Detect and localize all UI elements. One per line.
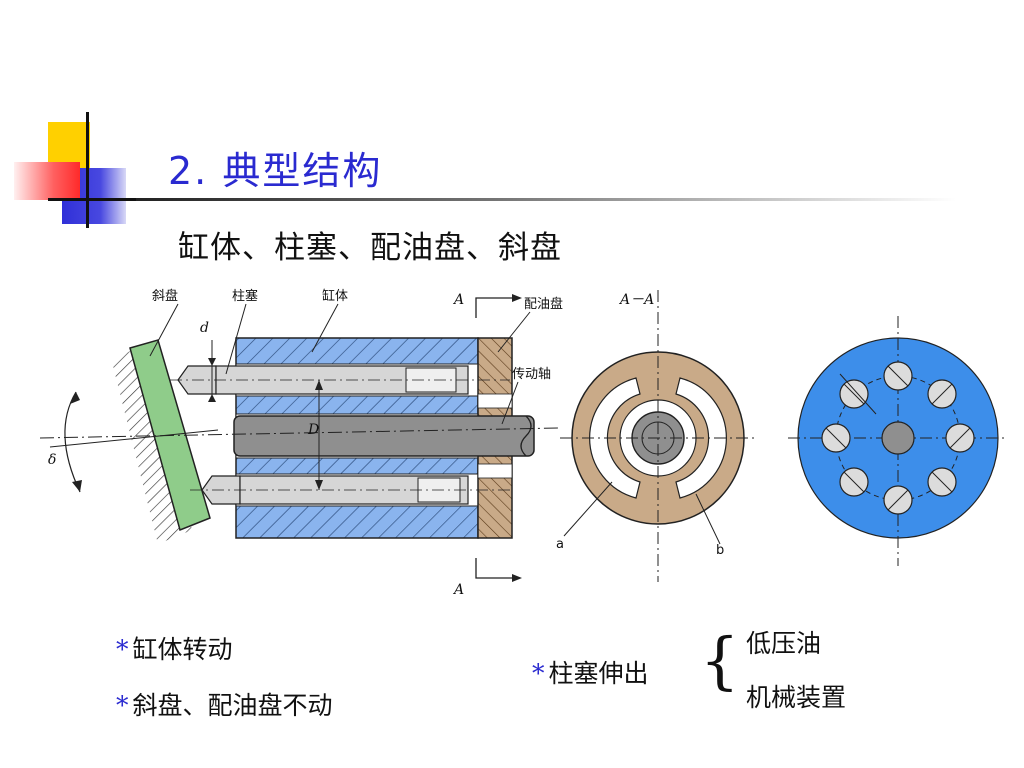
section-A-top-arrowhead [512,294,522,302]
D-label: D [307,422,319,438]
drive-shaft [233,415,535,457]
label-cylinder: 缸体 [322,288,348,304]
option-mechanical-device: 机械装置 [746,683,847,712]
valve-plate-section [560,290,756,582]
D-arrow-top [315,380,323,390]
valve-plate-port-lower [477,463,513,479]
delta-ref-line [49,429,219,448]
label-plunger: 柱塞 [232,288,258,304]
leader-drive-shaft [501,381,519,425]
label-port-b: b [716,543,724,558]
bullet-text: 斜盘、配油盘不动 [132,691,333,720]
deco-horizontal-line [48,198,138,201]
D-arrow-bottom [315,480,323,490]
bullet-marker: * [532,659,545,688]
valve-plate-port-upper [477,393,513,409]
d-arrow-top [208,358,216,366]
leader-port-a [563,481,613,537]
deco-red-bar [14,162,80,200]
label-swashplate: 斜盘 [152,288,178,304]
kidney-port-left [589,377,641,499]
title-underline [136,198,956,201]
axial-piston-pump-diagram: δ D d 斜盘 柱塞 缸体 配油盘 传动轴 A A A－A [40,288,1004,598]
bullet-text: 柱塞伸出 [548,659,649,688]
leader-port-b [695,493,721,545]
leader-plunger [225,303,247,375]
section-A-bottom-arrow [475,558,518,579]
slide-subtitle: 缸体、柱塞、配油盘、斜盘 [178,230,562,266]
leader-valve-plate [497,311,531,353]
d-arrow-bottom [208,394,216,402]
leader-cylinder [311,303,339,353]
section-A-bottom: A [452,582,464,598]
section-A-top: A [452,292,464,308]
option-low-pressure-oil: 低压油 [746,629,822,658]
bullet-marker: * [116,691,129,720]
leader-swashplate [149,303,179,357]
section-A-bottom-arrowhead [512,574,522,582]
kidney-port-right [675,377,727,499]
section-A-top-arrow [475,297,518,318]
section-title: A－A [618,292,654,308]
delta-label: δ [48,452,56,468]
bullet-text: 缸体转动 [132,635,233,664]
arc-arrow-bottom [72,480,82,492]
deco-vertical-line [86,112,89,228]
d-label: d [200,320,209,336]
arc-arrow-top [70,392,80,404]
cylinder-section [788,316,1004,566]
slide-title: 2. 典型结构 [168,149,383,193]
label-drive-shaft: 传动轴 [512,367,551,382]
curly-brace: { [700,624,740,697]
axis-centerline [40,427,561,439]
bullet-swash-valve-fixed: *斜盘、配油盘不动 [116,686,333,722]
shaft-break [520,415,532,457]
label-port-a: a [556,537,564,552]
bullet-plunger-extends: *柱塞伸出 [532,654,649,690]
label-valve-plate: 配油盘 [524,296,563,312]
bullet-marker: * [116,635,129,664]
bullet-cylinder-rotates: *缸体转动 [116,630,233,666]
delta-angle-arc [64,391,81,493]
